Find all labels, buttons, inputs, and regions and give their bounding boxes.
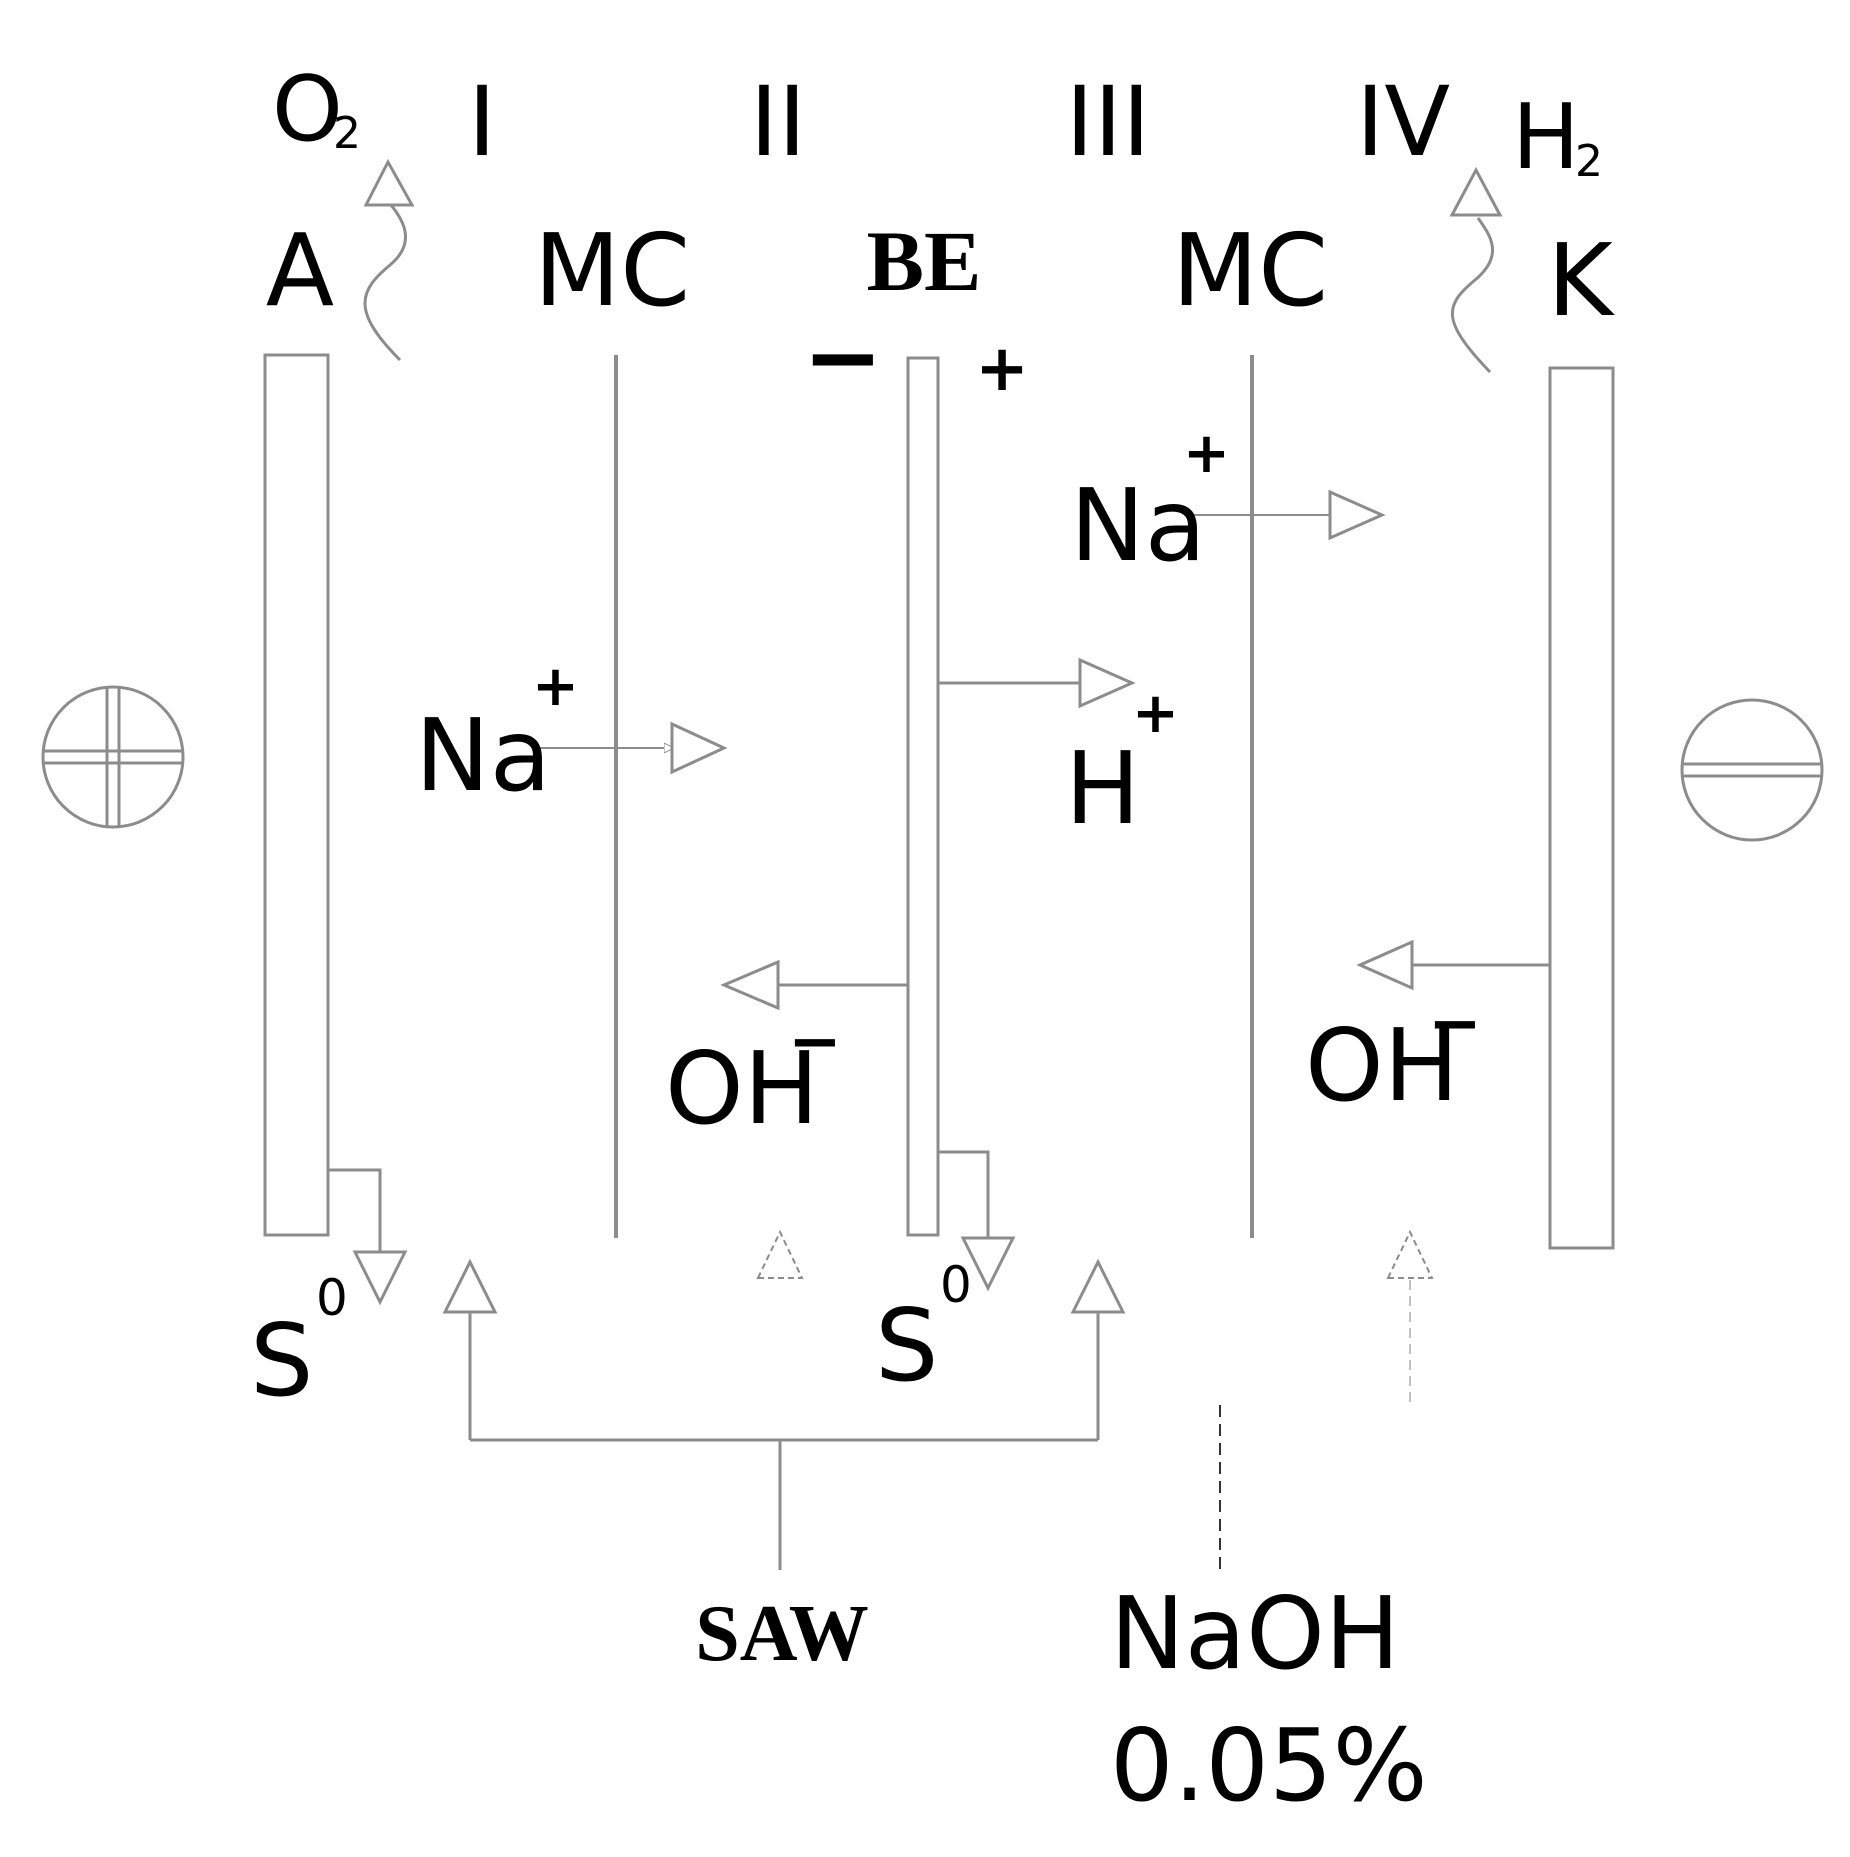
h-ion-label: H +: [1065, 681, 1179, 847]
h-plus-arrowhead: [1078, 657, 1136, 709]
bipolar-electrode-label: BE: [867, 213, 982, 309]
saw-feed-arrowhead-left: [442, 1258, 498, 1314]
svg-text:OH: OH: [665, 1030, 819, 1147]
svg-text:−: −: [1428, 987, 1482, 1061]
svg-text:+: +: [532, 654, 579, 719]
svg-text:Na: Na: [1070, 467, 1206, 584]
saw-feed-arrowhead-right: [1070, 1258, 1126, 1314]
svg-text:H: H: [1065, 730, 1140, 847]
plus-terminal-icon: [41, 685, 185, 829]
oxygen-outlet-arrow: [363, 197, 408, 362]
sulfur-right-label: S 0: [875, 1256, 972, 1404]
minus-terminal-icon: [1680, 698, 1824, 842]
hydrogen-outlet-arrow: [1451, 217, 1494, 374]
compartment-label-2: II: [750, 66, 807, 178]
anode-plate: [263, 353, 330, 1237]
svg-text:S: S: [250, 1302, 313, 1419]
svg-text:0: 0: [316, 1269, 348, 1327]
saw-input-label: SAW: [695, 1590, 868, 1678]
oh-right-arrowhead: [1356, 939, 1414, 991]
naoh-input-label: NaOH: [1110, 1575, 1400, 1692]
svg-text:+: +: [1183, 421, 1230, 486]
oxygen-gas-label: O 2: [272, 57, 361, 162]
sulfur-left-arrowhead: [352, 1250, 408, 1306]
svg-text:0: 0: [940, 1256, 972, 1314]
na-ion-right-label: Na +: [1070, 421, 1230, 584]
na-ion-left-label: Na +: [415, 654, 579, 814]
svg-text:S: S: [875, 1287, 938, 1404]
membrane-right-label: MC: [1172, 212, 1328, 329]
bipolar-plus-sign: +: [975, 332, 1029, 406]
svg-text:H: H: [1512, 85, 1580, 190]
svg-text:O: O: [272, 57, 343, 162]
sulfur-left-label: S 0: [250, 1269, 348, 1419]
oh-ion-right-label: OH −: [1305, 987, 1482, 1124]
compartment-2-inlet-arrowhead: [756, 1229, 804, 1279]
oh-left-arrowhead: [720, 959, 780, 1011]
saw-feed-line: [468, 1312, 1100, 1570]
hydrogen-outlet-arrowhead: [1449, 166, 1503, 217]
oh-ion-left-label: OH −: [665, 1005, 842, 1147]
membrane-left-label: MC: [534, 212, 690, 329]
svg-text:2: 2: [333, 108, 361, 159]
bipolar-electrode-plate: [906, 356, 940, 1237]
svg-text:OH: OH: [1305, 1007, 1459, 1124]
compartment-4-inlet-arrowhead: [1386, 1229, 1434, 1279]
cathode-label: K: [1547, 222, 1615, 339]
compartment-label-1: I: [468, 66, 496, 178]
svg-text:+: +: [1132, 681, 1179, 746]
compartment-label-4: IV: [1356, 66, 1450, 178]
hydrogen-gas-label: H 2: [1512, 85, 1603, 190]
cathode-plate: [1548, 366, 1615, 1250]
oxygen-outlet-arrowhead: [363, 158, 415, 207]
na-left-arrowhead: [670, 721, 728, 775]
svg-text:2: 2: [1575, 136, 1603, 187]
naoh-concentration-label: 0.05%: [1110, 1707, 1428, 1824]
na-right-arrowhead: [1328, 489, 1386, 541]
sulfur-left-arrow: [328, 1168, 382, 1252]
sulfur-right-arrow: [938, 1150, 990, 1238]
svg-text:−: −: [788, 1005, 842, 1079]
bipolar-minus-sign: −: [803, 301, 883, 413]
anode-label: A: [266, 212, 334, 329]
svg-text:Na: Na: [415, 697, 551, 814]
sulfur-right-arrowhead: [960, 1236, 1016, 1292]
compartment-label-3: III: [1066, 66, 1151, 178]
